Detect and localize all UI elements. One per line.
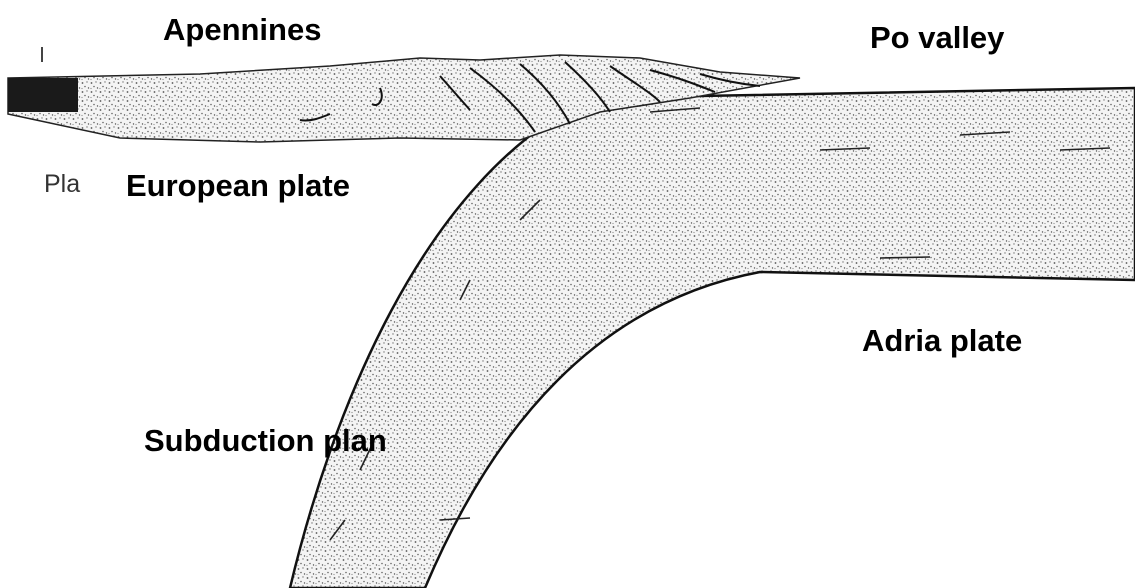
subduction-plan-label: Subduction plan: [144, 425, 387, 456]
adria-plate-label: Adria plate: [862, 325, 1022, 356]
dark-block: [8, 78, 78, 112]
po-valley-label: Po valley: [870, 22, 1004, 53]
apennines-label: Apennines: [163, 14, 321, 45]
european-plate-label: European plate: [126, 170, 350, 201]
partial-plate-label: Pla: [44, 172, 80, 197]
